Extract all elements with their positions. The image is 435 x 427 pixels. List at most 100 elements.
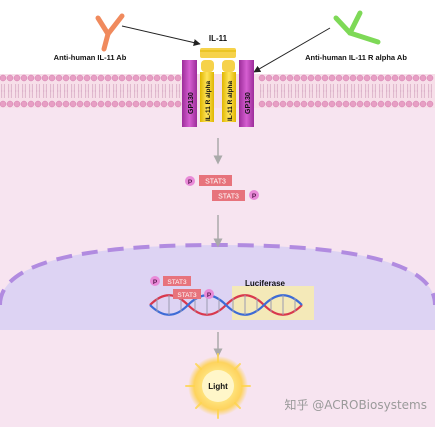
lipid-head xyxy=(20,100,28,108)
lipid-head xyxy=(153,74,161,82)
il11-r-alpha-left xyxy=(200,60,214,122)
lipid-head xyxy=(328,74,336,82)
lipid-head xyxy=(286,74,294,82)
lipid-head xyxy=(111,100,119,108)
lipid-head xyxy=(167,74,175,82)
phospho-label: P xyxy=(153,279,158,286)
lipid-head xyxy=(300,74,308,82)
arrow-ab-to-receptor xyxy=(253,27,331,73)
lipid-head xyxy=(279,100,287,108)
lipid-head xyxy=(69,100,77,108)
lipid-head xyxy=(97,100,105,108)
il11-r-alpha-right xyxy=(222,60,236,122)
lipid-head xyxy=(384,74,392,82)
gp130-right-label: GP130 xyxy=(245,92,252,114)
lipid-head xyxy=(391,100,399,108)
stat3-dimer-cytoplasm: P STAT3 STAT3 P xyxy=(185,175,259,201)
anti-il11-r-alpha-antibody-icon xyxy=(333,10,381,45)
lipid-head xyxy=(412,74,420,82)
lipid-head xyxy=(104,74,112,82)
lipid-head xyxy=(146,74,154,82)
lipid-head xyxy=(90,74,98,82)
lipid-head xyxy=(118,74,126,82)
arrow-ab-to-ligand xyxy=(121,25,201,46)
lipid-head xyxy=(41,74,49,82)
stat3-label: STAT3 xyxy=(177,292,197,299)
lipid-head xyxy=(363,100,371,108)
lipid-head xyxy=(160,100,168,108)
lipid-head xyxy=(69,74,77,82)
lipid-head xyxy=(55,74,63,82)
lipid-head xyxy=(314,74,322,82)
lipid-head xyxy=(27,74,35,82)
lipid-head xyxy=(419,100,427,108)
lipid-head xyxy=(139,74,147,82)
lipid-head xyxy=(0,100,7,108)
lipid-head xyxy=(377,100,385,108)
lipid-head xyxy=(384,100,392,108)
lipid-head xyxy=(6,74,14,82)
lipid-head xyxy=(356,74,364,82)
lipid-head xyxy=(132,100,140,108)
lipid-head xyxy=(426,100,434,108)
lipid-head xyxy=(412,100,420,108)
lipid-head xyxy=(363,74,371,82)
gp130-left-label: GP130 xyxy=(188,92,195,114)
dna-helix xyxy=(149,294,303,316)
stat3-label: STAT3 xyxy=(205,179,226,186)
lipid-head xyxy=(335,100,343,108)
il11-r-alpha-right-label: IL-11 R alpha xyxy=(227,81,234,121)
stat3-label: STAT3 xyxy=(167,279,187,286)
lipid-head xyxy=(328,100,336,108)
lipid-head xyxy=(335,74,343,82)
lipid-head xyxy=(90,100,98,108)
stat3-dimer-nucleus: P STAT3 STAT3 P xyxy=(150,276,214,299)
lipid-head xyxy=(300,100,308,108)
lipid-head xyxy=(265,74,273,82)
lipid-head xyxy=(34,74,42,82)
stat3-box xyxy=(163,276,191,286)
lipid-head xyxy=(13,100,21,108)
lipid-head xyxy=(167,100,175,108)
lipid-head xyxy=(349,100,357,108)
lipid-head xyxy=(398,74,406,82)
phospho-badge xyxy=(249,190,259,200)
lipid-head xyxy=(62,74,70,82)
phospho-badge xyxy=(185,176,195,186)
lipid-head xyxy=(55,100,63,108)
stat3-box xyxy=(212,190,245,201)
lipid-head xyxy=(76,100,84,108)
lipid-head xyxy=(377,74,385,82)
lipid-head xyxy=(0,74,7,82)
cell-membrane xyxy=(0,74,435,108)
lipid-head xyxy=(258,74,266,82)
lipid-head xyxy=(342,100,350,108)
lipid-head xyxy=(391,74,399,82)
watermark: 知乎 @ACROBiosystems xyxy=(284,398,427,412)
stat3-box xyxy=(173,289,201,299)
lipid-head xyxy=(146,100,154,108)
lipid-head xyxy=(6,100,14,108)
phospho-badge xyxy=(204,289,214,299)
lipid-head xyxy=(139,100,147,108)
lipid-head xyxy=(153,100,161,108)
lipid-head xyxy=(370,74,378,82)
lipid-head xyxy=(405,100,413,108)
lipid-head xyxy=(132,74,140,82)
lipid-head xyxy=(398,100,406,108)
phospho-badge xyxy=(150,276,160,286)
lipid-head xyxy=(48,74,56,82)
il11-r-alpha-left-label: IL-11 R alpha xyxy=(205,81,212,121)
stat3-label: STAT3 xyxy=(218,194,239,201)
lipid-head xyxy=(111,74,119,82)
lipid-head xyxy=(48,100,56,108)
lipid-head xyxy=(321,100,329,108)
lipid-head xyxy=(307,100,315,108)
lipid-head xyxy=(349,74,357,82)
lipid-head xyxy=(293,100,301,108)
luciferase-label: Luciferase xyxy=(245,279,286,288)
lipid-head xyxy=(118,100,126,108)
anti-il11-antibody-label: Anti-human IL-11 Ab xyxy=(54,53,127,62)
lipid-head xyxy=(314,100,322,108)
anti-il11-antibody-icon xyxy=(95,13,125,52)
